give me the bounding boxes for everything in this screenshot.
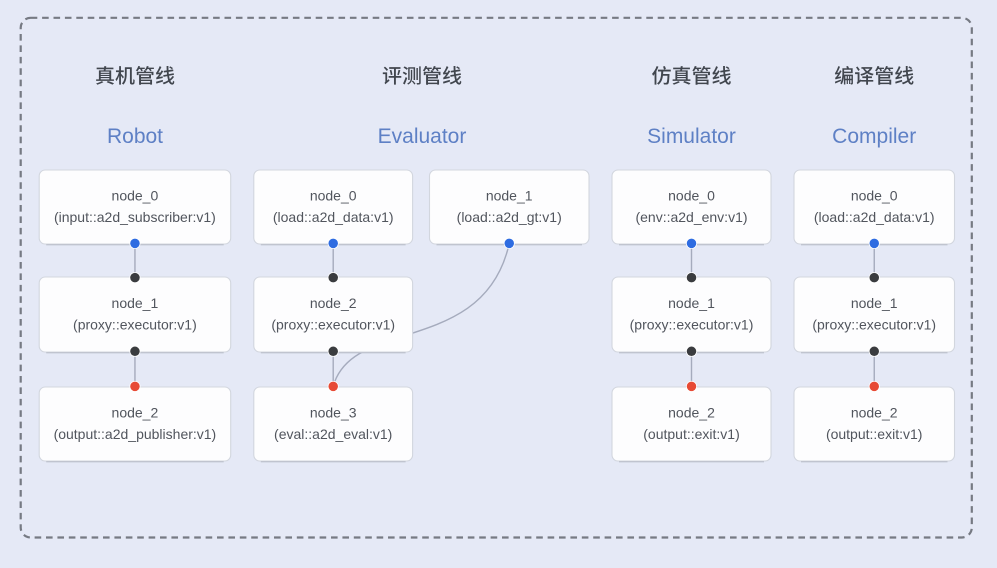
svg-text:node_1: node_1 [851,295,898,311]
svg-text:(output::a2d_publisher:v1): (output::a2d_publisher:v1) [54,426,217,442]
svg-text:node_1: node_1 [486,187,533,203]
svg-text:node_2: node_2 [112,404,159,420]
svg-text:(load::a2d_gt:v1): (load::a2d_gt:v1) [457,209,562,225]
svg-text:(proxy::executor:v1): (proxy::executor:v1) [630,316,754,332]
svg-text:node_0: node_0 [668,187,715,203]
svg-text:(load::a2d_data:v1): (load::a2d_data:v1) [273,209,394,225]
svg-text:(proxy::executor:v1): (proxy::executor:v1) [73,316,197,332]
svg-text:node_2: node_2 [851,404,898,420]
svg-text:Robot: Robot [107,125,163,148]
svg-text:(proxy::executor:v1): (proxy::executor:v1) [271,316,395,332]
svg-text:(output::exit:v1): (output::exit:v1) [826,426,923,442]
svg-text:node_1: node_1 [112,295,159,311]
svg-text:(output::exit:v1): (output::exit:v1) [643,426,740,442]
svg-text:node_0: node_0 [310,187,357,203]
svg-text:(env::a2d_env:v1): (env::a2d_env:v1) [635,209,747,225]
svg-text:node_3: node_3 [310,404,357,420]
svg-text:(eval::a2d_eval:v1): (eval::a2d_eval:v1) [274,426,392,442]
svg-text:(input::a2d_subscriber:v1): (input::a2d_subscriber:v1) [54,209,216,225]
svg-text:(load::a2d_data:v1): (load::a2d_data:v1) [814,209,935,225]
svg-text:node_0: node_0 [112,187,159,203]
svg-text:Simulator: Simulator [647,125,736,148]
svg-text:node_0: node_0 [851,187,898,203]
svg-text:(proxy::executor:v1): (proxy::executor:v1) [812,316,936,332]
svg-text:Compiler: Compiler [832,125,916,148]
svg-text:node_2: node_2 [668,404,715,420]
svg-text:Evaluator: Evaluator [378,125,467,148]
svg-text:node_2: node_2 [310,295,357,311]
svg-text:node_1: node_1 [668,295,715,311]
